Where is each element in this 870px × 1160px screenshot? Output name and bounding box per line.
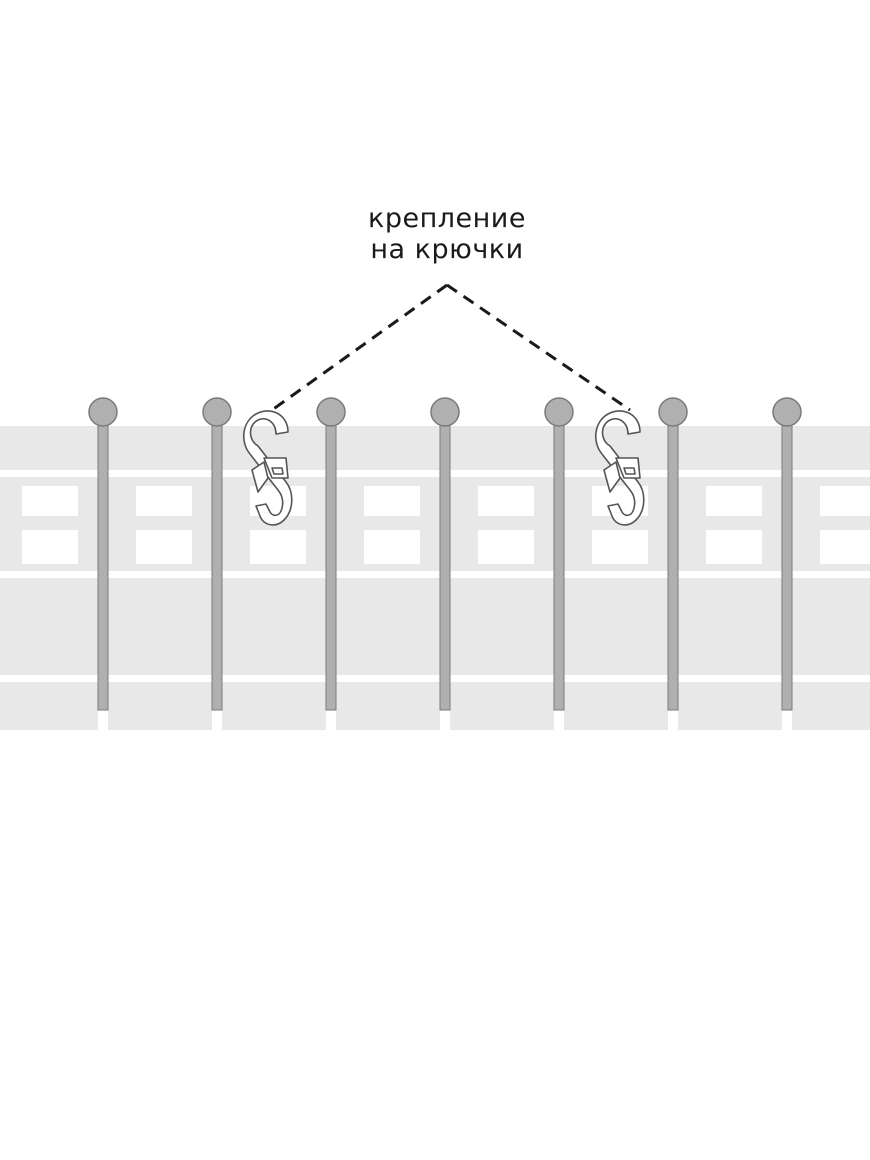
tape-stripe — [336, 571, 440, 578]
pleat-fold — [658, 397, 688, 732]
pleat-fold — [88, 397, 118, 732]
cord-knob — [202, 397, 232, 427]
hook-pocket — [136, 530, 192, 564]
pleat-cord — [553, 417, 565, 711]
tape-stripe — [678, 571, 782, 578]
tape-stripe — [222, 675, 326, 682]
caption: крепление на крючки — [368, 203, 526, 265]
hook-pocket — [250, 530, 306, 564]
tape-panel — [678, 426, 782, 730]
hook-pocket — [706, 530, 762, 564]
tape-stripe — [564, 571, 668, 578]
hook-tab — [603, 461, 621, 493]
tape-stripe — [792, 571, 870, 578]
hook-pocket — [478, 486, 534, 516]
tape-stripe — [108, 470, 212, 477]
pleat-fold — [772, 397, 802, 732]
tape-stripe — [222, 571, 326, 578]
hook-latch — [263, 457, 289, 479]
hook-latch — [615, 457, 641, 479]
leader-line-left — [271, 283, 448, 412]
pleat-cord — [97, 417, 109, 711]
tape-stripe — [0, 571, 98, 578]
hook-pocket — [136, 486, 192, 516]
curtain-hooks — [243, 410, 645, 526]
pleat-notch — [98, 710, 108, 732]
tape-panel — [0, 426, 98, 730]
pleat-fold — [430, 397, 460, 732]
hook-pocket — [364, 530, 420, 564]
pleat-fold — [544, 397, 574, 732]
tape-stripe — [678, 470, 782, 477]
leader-line-right — [446, 283, 631, 412]
hook-pocket — [22, 486, 78, 516]
pleat-cord — [325, 417, 337, 711]
tape-stripe — [792, 675, 870, 682]
caption-line-2: на крючки — [370, 234, 523, 265]
tape-stripe — [336, 675, 440, 682]
hook-pocket — [706, 486, 762, 516]
cord-knob — [430, 397, 460, 427]
tape-panel — [792, 426, 870, 730]
curtain-tape — [0, 397, 870, 732]
pleat-notch — [668, 710, 678, 732]
cord-knob — [658, 397, 688, 427]
tape-stripe — [336, 470, 440, 477]
tape-stripe — [450, 675, 554, 682]
cord-knob — [88, 397, 118, 427]
leader-lines — [271, 283, 631, 412]
pleat-cord — [439, 417, 451, 711]
hook-pocket — [22, 530, 78, 564]
tape-stripe — [564, 675, 668, 682]
caption-line-1: крепление — [368, 203, 526, 234]
hook-pocket — [478, 530, 534, 564]
tape-stripe — [108, 675, 212, 682]
cord-knob — [772, 397, 802, 427]
hook-pocket — [364, 486, 420, 516]
pleat-fold — [202, 397, 232, 732]
tape-stripe — [450, 571, 554, 578]
hook-pocket — [820, 530, 870, 564]
pleat-cord — [667, 417, 679, 711]
tape-stripe — [0, 675, 98, 682]
tape-panel — [336, 426, 440, 730]
tape-stripe — [108, 571, 212, 578]
curtain-hook — [243, 410, 293, 526]
tape-panel — [450, 426, 554, 730]
cord-knob — [544, 397, 574, 427]
tape-panel — [108, 426, 212, 730]
pleat-notch — [326, 710, 336, 732]
pleat-notch — [212, 710, 222, 732]
pleat-cord — [781, 417, 793, 711]
tape-stripe — [450, 470, 554, 477]
pleat-notch — [782, 710, 792, 732]
tape-stripe — [0, 470, 98, 477]
tape-stripe — [678, 675, 782, 682]
tape-stripe — [792, 470, 870, 477]
cord-knob — [316, 397, 346, 427]
pleat-notch — [440, 710, 450, 732]
pleat-notch — [554, 710, 564, 732]
hook-pocket — [592, 530, 648, 564]
curtain-hook — [595, 410, 645, 526]
hook-tab — [251, 461, 269, 493]
hook-pocket — [820, 486, 870, 516]
pleat-cord — [211, 417, 223, 711]
pleat-fold — [316, 397, 346, 732]
